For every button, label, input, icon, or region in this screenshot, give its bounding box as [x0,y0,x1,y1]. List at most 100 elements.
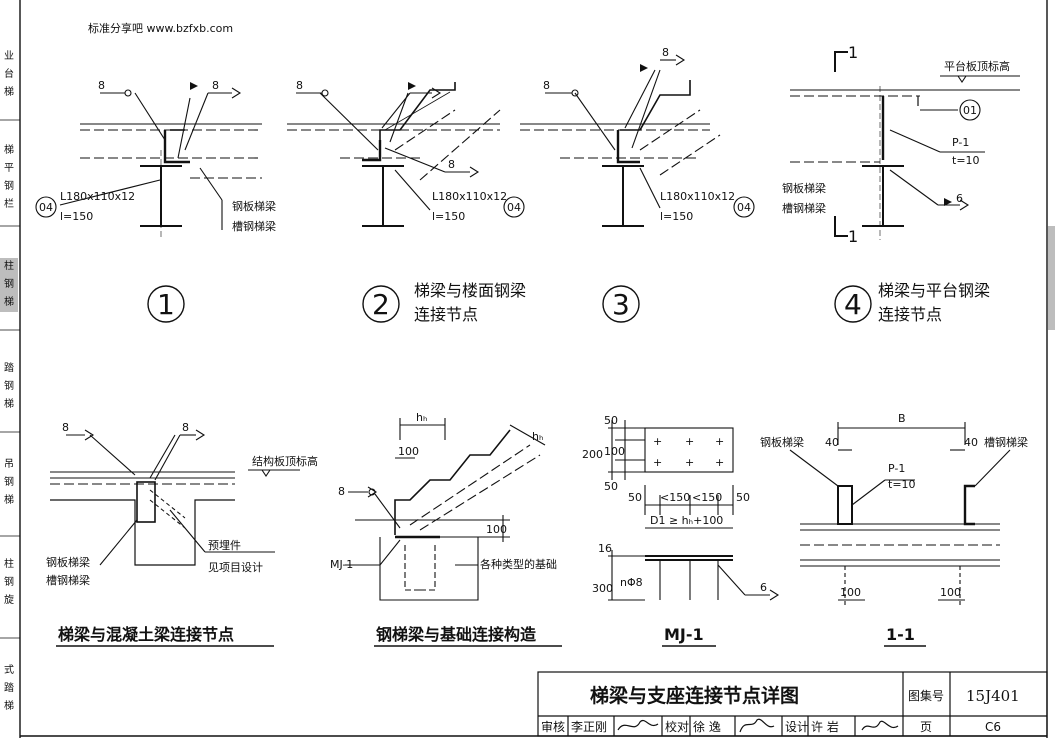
d3-weld-right: 8 [662,46,669,59]
reviewer-name: 李正刚 [571,719,607,734]
c-embed-1: 预埋件 [208,539,241,552]
svg-text:+: + [653,456,662,469]
d3-index: 04 [737,201,751,214]
reviewer-signature [617,720,659,731]
mj-dim-16: 16 [598,542,612,555]
d3-length: l=150 [660,210,693,223]
d1-index: 04 [39,201,53,214]
d4-number-circle [834,285,872,323]
d4-tag-plate: 钢板梯梁 [782,181,826,195]
d4-caption-1: 梯梁与平台钢梁 [878,281,990,300]
weld-flag-4 [944,198,952,206]
s-dim-b: B [898,412,906,425]
svg-text:+: + [653,435,662,448]
d1-number-circle [147,285,185,323]
weld-flag-1 [190,82,198,90]
checker-name: 徐 逸 [693,719,721,734]
mj-dim-d1: D1 ≥ hₕ+100 [650,514,723,527]
weld-flag-2 [408,82,416,90]
s-dim-100b: 100 [940,586,961,599]
page-label: 页 [920,720,932,734]
d1-tag-plate: 钢板梯梁 [232,199,276,213]
section-1-1 [789,422,1011,605]
d2-weld-left: 8 [296,79,303,92]
mj1-title: MJ-1 [664,625,704,644]
atlas-number: 15J401 [966,687,1020,705]
d2-number-circle [362,285,400,323]
f-weld: 8 [338,485,345,498]
mj-bar: nΦ8 [620,576,643,589]
mj-dim-s50b: 50 [736,491,750,504]
f-dim-100b: 100 [486,523,507,536]
s-thickness: t=10 [888,478,916,491]
s-tag-plate: 钢板梯梁 [760,435,804,449]
f-dim-hd: hₕ [532,430,543,443]
d4-section-bottom: 1 [848,227,858,246]
d2-weld-right: 8 [448,158,455,171]
svg-text:+: + [715,435,724,448]
d1-weld-left: 8 [98,79,105,92]
drawing-title: 梯梁与支座连接节点详图 [590,684,799,707]
weld-flag-3 [640,64,648,72]
d1-weld-right: 8 [212,79,219,92]
d1-length: l=150 [60,210,93,223]
side-tab-2: 梯 平 钢 栏 [4,145,14,210]
atlas-label: 图集号 [908,688,944,703]
d1-angle: L180x110x12 [60,190,135,203]
d2-number: 2 [372,288,390,321]
mj1-studs: +++ +++ [653,435,724,469]
c-weld-left: 8 [62,421,69,434]
side-tab-1: 业 台 梯 [4,51,14,98]
svg-text:+: + [715,456,724,469]
d1-tag-channel: 槽钢梯梁 [232,219,276,233]
page-number: C6 [985,720,1001,734]
s-dim-40b: 40 [964,436,978,449]
d4-caption-2: 连接节点 [878,305,942,324]
design-label: 设计 [785,720,809,734]
d2-angle: L180x110x12 [432,190,507,203]
d2-index: 04 [507,201,521,214]
c-embed-2: 见项目设计 [208,561,263,574]
d4-index: 01 [963,104,977,117]
d3-number: 3 [612,288,630,321]
detail-3 [520,54,755,227]
c-weld-right: 8 [182,421,189,434]
detail-1 [35,87,262,240]
d3-weld-left: 8 [543,79,550,92]
detail-2 [287,82,525,227]
s-dim-100a: 100 [840,586,861,599]
mj-dim-100: 100 [604,445,625,458]
side-tab-4: 踏 钢 梯 [4,363,14,410]
mj-dim-300: 300 [592,582,613,595]
d2-caption-1: 梯梁与楼面钢梁 [414,281,526,300]
concrete-detail-title: 梯梁与混凝土梁连接节点 [58,625,234,644]
mj-dim-50b: 50 [604,480,618,493]
mj-dim-50a: 50 [604,414,618,427]
svg-text:+: + [685,456,694,469]
d3-number-circle [602,285,640,323]
side-tab-7: 式 踏 梯 [4,665,14,712]
d2-length: l=150 [432,210,465,223]
f-dim-100a: 100 [398,445,419,458]
s-tag-channel: 槽钢梯梁 [984,435,1028,449]
detail-4 [790,51,1020,240]
s-dim-40a: 40 [825,436,839,449]
side-tab-3-active: 柱 钢 梯 [0,258,18,312]
mj-weld: 6 [760,581,767,594]
mj-dim-s150a: <150 [660,491,690,504]
d2-caption-2: 连接节点 [414,305,478,324]
designer-name: 许 岩 [811,719,839,734]
mj1-detail [608,420,780,601]
concrete-beam-detail [50,429,300,566]
d4-weld: 6 [956,192,963,205]
foundation-detail-title: 钢梯梁与基础连接构造 [376,625,537,644]
side-tab-6: 柱 钢 旋 [4,559,14,606]
d4-tag-channel: 槽钢梯梁 [782,201,826,215]
c-slab-level: 结构板顶标高 [252,454,318,468]
designer-signature [861,720,899,731]
c-tag-plate: 钢板梯梁 [46,555,90,569]
d4-section-top: 1 [848,43,858,62]
d4-number: 4 [844,288,862,321]
d4-platform-level: 平台板顶标高 [944,59,1010,73]
